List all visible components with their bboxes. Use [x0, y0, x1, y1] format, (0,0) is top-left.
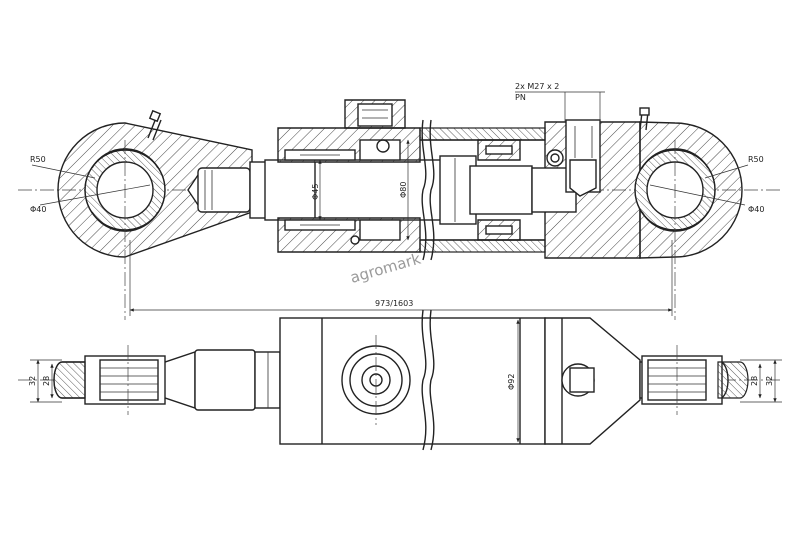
dimensions-top [31, 91, 749, 316]
rear-end-cap [531, 119, 641, 259]
left-rod-eye [57, 109, 253, 320]
dimensions-side [30, 359, 782, 403]
width-label-left-outer: 32 [28, 376, 37, 386]
length-label: 973/1603 [375, 299, 413, 308]
rod-diameter-label: Φ45 [311, 184, 320, 200]
diameter-label-left: Φ40 [30, 205, 46, 214]
width-label-right-inner: 28 [750, 376, 759, 386]
piston [439, 139, 533, 241]
tube-diameter-label: Φ92 [507, 374, 516, 390]
diameter-label-right: Φ40 [748, 205, 764, 214]
watermark: agromark [348, 250, 423, 287]
top-port [344, 99, 406, 129]
port-thread-label: 2x M27 x 2 [515, 82, 559, 91]
bore-diameter-label: Φ80 [399, 182, 408, 198]
rod-side [194, 349, 281, 411]
right-base-eye [634, 107, 743, 320]
grease-nipple-right [639, 107, 650, 131]
piston-rod [264, 159, 446, 221]
radius-label-left: R50 [30, 155, 46, 164]
grease-nipple-left [147, 109, 162, 141]
port-side [341, 335, 411, 425]
width-label-right-outer: 32 [765, 376, 774, 386]
gland-head [277, 127, 421, 253]
right-eye-side [544, 317, 749, 445]
width-label-left-inner: 28 [42, 376, 51, 386]
radius-label-right: R50 [748, 155, 764, 164]
port-pn-label: PN [515, 93, 526, 102]
section-view: R50 Φ40 R50 Φ40 Φ45 Φ80 2x M27 x 2 PN 97… [18, 82, 782, 320]
left-eye-side [53, 345, 196, 415]
side-view: Φ92 32 28 28 32 [18, 309, 782, 451]
tube-side [279, 309, 546, 451]
left-rod-stud [187, 161, 269, 219]
